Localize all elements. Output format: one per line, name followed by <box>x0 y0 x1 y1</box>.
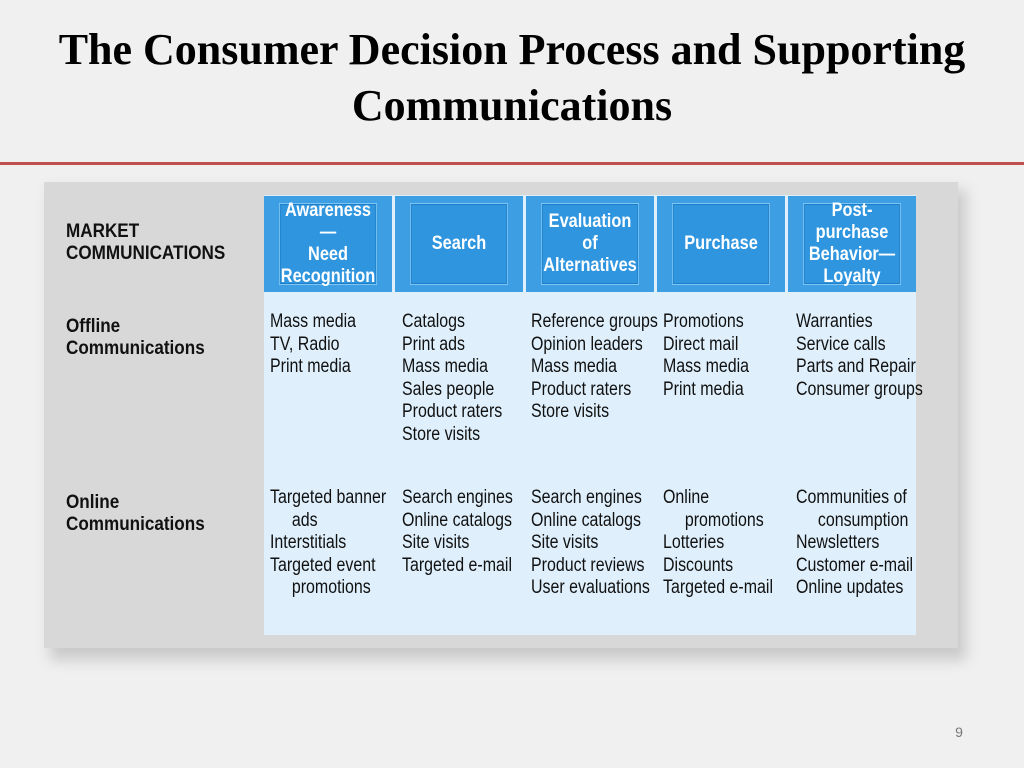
stage-header-evaluation: Evaluation of Alternatives <box>526 196 654 292</box>
stage-label: Purchase <box>684 233 758 254</box>
list-item: Online <box>663 487 710 508</box>
list-item: ads <box>291 509 318 531</box>
list-item: Targeted banner <box>270 487 387 508</box>
list-item: Store visits <box>531 401 610 423</box>
stage-label: Evaluation of Alternatives <box>543 211 637 276</box>
list-item: Mass media <box>270 311 357 332</box>
list-item: Interstitials <box>270 532 347 554</box>
list-item: Discounts <box>663 554 734 576</box>
list-item: Online catalogs <box>402 509 513 531</box>
list-item: Consumer groups <box>796 378 923 400</box>
list-item: Mass media <box>663 356 750 378</box>
list-item: Communities of <box>796 487 907 508</box>
stage-header-post-purchase: Post-purchase Behavior— Loyalty <box>788 196 916 292</box>
list-item: Service calls <box>796 333 886 355</box>
list-item: Print media <box>663 378 744 400</box>
list-item: Print media <box>270 356 351 378</box>
list-item: promotions <box>684 509 764 531</box>
list-item: Store visits <box>402 423 481 445</box>
list-item: Search engines <box>402 487 513 508</box>
row-label-market: MARKET COMMUNICATIONS <box>66 221 226 264</box>
list-item: User evaluations <box>531 577 650 599</box>
list-item: Online catalogs <box>531 509 642 531</box>
stage-label: Search <box>431 233 487 254</box>
list-item: Site visits <box>402 532 470 554</box>
list-item: Mass media <box>402 356 489 378</box>
list-item: Site visits <box>531 532 599 554</box>
slide-title-text: The Consumer Decision Process and Suppor… <box>58 25 966 130</box>
list-item: Warranties <box>796 311 873 332</box>
list-item: Targeted event <box>270 554 376 576</box>
stage-header-search: Search <box>395 196 523 292</box>
list-item: Targeted e-mail <box>402 554 513 576</box>
list-item: Print ads <box>402 333 465 355</box>
list-item: Online updates <box>796 577 904 599</box>
list-item: Catalogs <box>402 311 465 332</box>
list-item: promotions <box>291 577 371 599</box>
list-item: consumption <box>817 509 909 531</box>
stage-label: Post-purchase Behavior— Loyalty <box>808 200 896 287</box>
row-label-offline: Offline Communications <box>66 316 205 359</box>
stage-header-awareness: Awareness— Need Recognition <box>264 196 392 292</box>
list-item: Customer e-mail <box>796 554 914 576</box>
row-label-online: Online Communications <box>66 492 205 535</box>
slide-title: The Consumer Decision Process and Suppor… <box>0 22 1024 134</box>
list-item: Targeted e-mail <box>663 577 774 599</box>
list-item: Sales people <box>402 378 495 400</box>
list-item: Product reviews <box>531 554 645 576</box>
list-item: Direct mail <box>663 333 739 355</box>
list-item: Parts and Repair <box>796 356 916 378</box>
list-item: Mass media <box>531 356 618 378</box>
list-item: Opinion leaders <box>531 333 643 355</box>
list-item: Reference groups <box>531 311 658 332</box>
list-item: TV, Radio <box>270 333 340 355</box>
title-divider <box>0 162 1024 165</box>
list-item: Lotteries <box>663 532 725 554</box>
list-item: Newsletters <box>796 532 880 554</box>
list-item: Product raters <box>531 378 632 400</box>
page-number: 9 <box>955 724 963 740</box>
list-item: Search engines <box>531 487 642 508</box>
stage-header-purchase: Purchase <box>657 196 785 292</box>
list-item: Product raters <box>402 401 503 423</box>
list-item: Promotions <box>663 311 744 332</box>
stage-label: Awareness— Need Recognition <box>280 200 376 287</box>
